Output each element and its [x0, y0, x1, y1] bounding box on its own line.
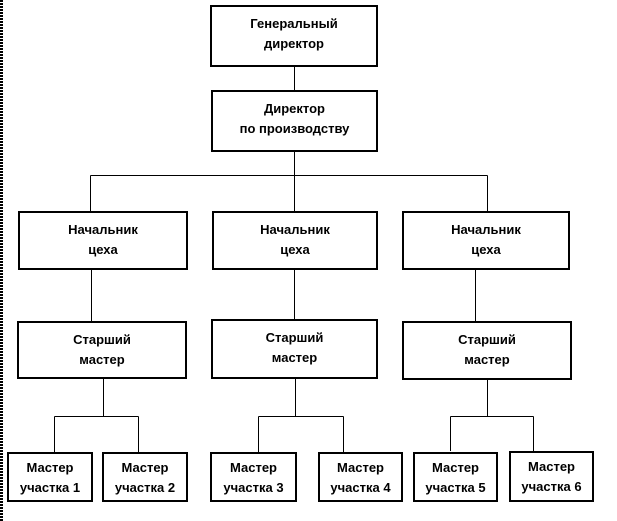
- node-label-line: Старший: [73, 332, 131, 347]
- node-label-line: участка 6: [521, 479, 582, 494]
- node-label-line: Мастер: [528, 459, 575, 474]
- node-label-line: Начальник: [68, 222, 138, 237]
- node-label-line: Старший: [265, 330, 324, 345]
- node-label-line: директор: [264, 36, 324, 51]
- org-node-shop-head-2: Начальник цеха: [212, 211, 378, 270]
- node-label-line: участка 3: [223, 480, 284, 495]
- org-node-shop-head-3: Начальник цеха: [402, 211, 570, 270]
- node-label-line: участка 1: [19, 480, 81, 495]
- org-node-section-master-2: Мастер участка 2: [102, 452, 188, 502]
- node-label-line: Мастер: [337, 460, 384, 475]
- node-label-line: Старший: [458, 332, 516, 347]
- org-node-section-master-6: Мастер участка 6: [509, 451, 594, 502]
- node-label-line: мастер: [464, 352, 510, 367]
- node-label-line: мастер: [79, 352, 125, 367]
- org-node-production-director: Директор по производству: [211, 90, 378, 152]
- org-node-section-master-5: Мастер участка 5: [413, 452, 498, 502]
- org-node-shop-head-1: Начальник цеха: [18, 211, 188, 270]
- node-label-line: Генеральный: [250, 16, 338, 31]
- node-label-line: Начальник: [260, 222, 330, 237]
- page-left-dashed-border: [0, 0, 3, 521]
- org-node-section-master-4: Мастер участка 4: [318, 452, 403, 502]
- org-node-section-master-1: Мастер участка 1: [7, 452, 93, 502]
- node-label-line: Начальник: [451, 222, 521, 237]
- org-node-general-director: Генеральный директор: [210, 5, 378, 67]
- node-label-line: участка 5: [425, 480, 486, 495]
- node-label-line: цеха: [471, 242, 501, 257]
- connector-line-path: [53, 67, 535, 452]
- node-label-line: Мастер: [230, 460, 277, 475]
- org-node-section-master-3: Мастер участка 3: [210, 452, 297, 502]
- node-label-line: Директор: [263, 101, 325, 116]
- node-label-line: мастер: [271, 350, 318, 365]
- node-label-line: Мастер: [121, 460, 169, 475]
- node-label-line: Мастер: [432, 460, 479, 475]
- org-node-senior-master-2: Старший мастер: [211, 319, 378, 379]
- node-label-line: участка 2: [114, 480, 176, 495]
- node-label-line: по производству: [239, 121, 350, 136]
- node-label-line: участка 4: [330, 480, 391, 495]
- node-label-line: цеха: [88, 242, 118, 257]
- org-node-senior-master-3: Старший мастер: [402, 321, 572, 380]
- org-node-senior-master-1: Старший мастер: [17, 321, 187, 379]
- node-label-line: цеха: [280, 242, 310, 257]
- node-label-line: Мастер: [26, 460, 74, 475]
